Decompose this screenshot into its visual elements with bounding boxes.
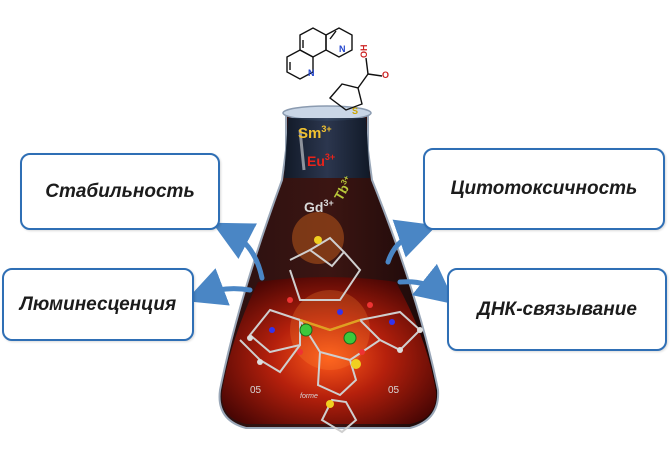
arrow-to-stability — [212, 222, 265, 281]
arrow-to-cytotoxicity — [385, 219, 437, 265]
ion-sm: Sm3+ — [298, 124, 332, 142]
arrow-to-luminescence — [185, 268, 253, 306]
lanthanide-complex — [239, 236, 423, 434]
sulfur-atom: S — [352, 106, 358, 116]
liquid — [221, 277, 437, 424]
cytotoxicity-box: Цитотоксичность — [423, 148, 665, 230]
luminescence-box: Люминесценция — [2, 268, 194, 341]
ion-gd: Gd3+ — [304, 198, 334, 215]
dna-binding-box: ДНК-связывание — [447, 268, 667, 351]
hydroxyl-group: OH — [359, 45, 369, 59]
nitrogen-atom-2: N — [308, 68, 315, 78]
thiophene-molecule — [328, 57, 383, 111]
ion-tb: Tb3+ — [331, 174, 357, 203]
phenanthroline-molecule — [286, 27, 353, 80]
ion-eu: Eu3+ — [307, 152, 335, 169]
flask-mark-left: 05 — [250, 385, 262, 396]
oxygen-atom: O — [382, 70, 389, 80]
flask-mark-right: 05 — [388, 385, 400, 396]
arrow-to-dna — [397, 263, 456, 305]
stability-box: Стабильность — [20, 153, 220, 230]
flask-mark-brand: forme — [300, 393, 318, 400]
arrows — [185, 219, 456, 306]
nitrogen-atom-1: N — [339, 44, 346, 54]
